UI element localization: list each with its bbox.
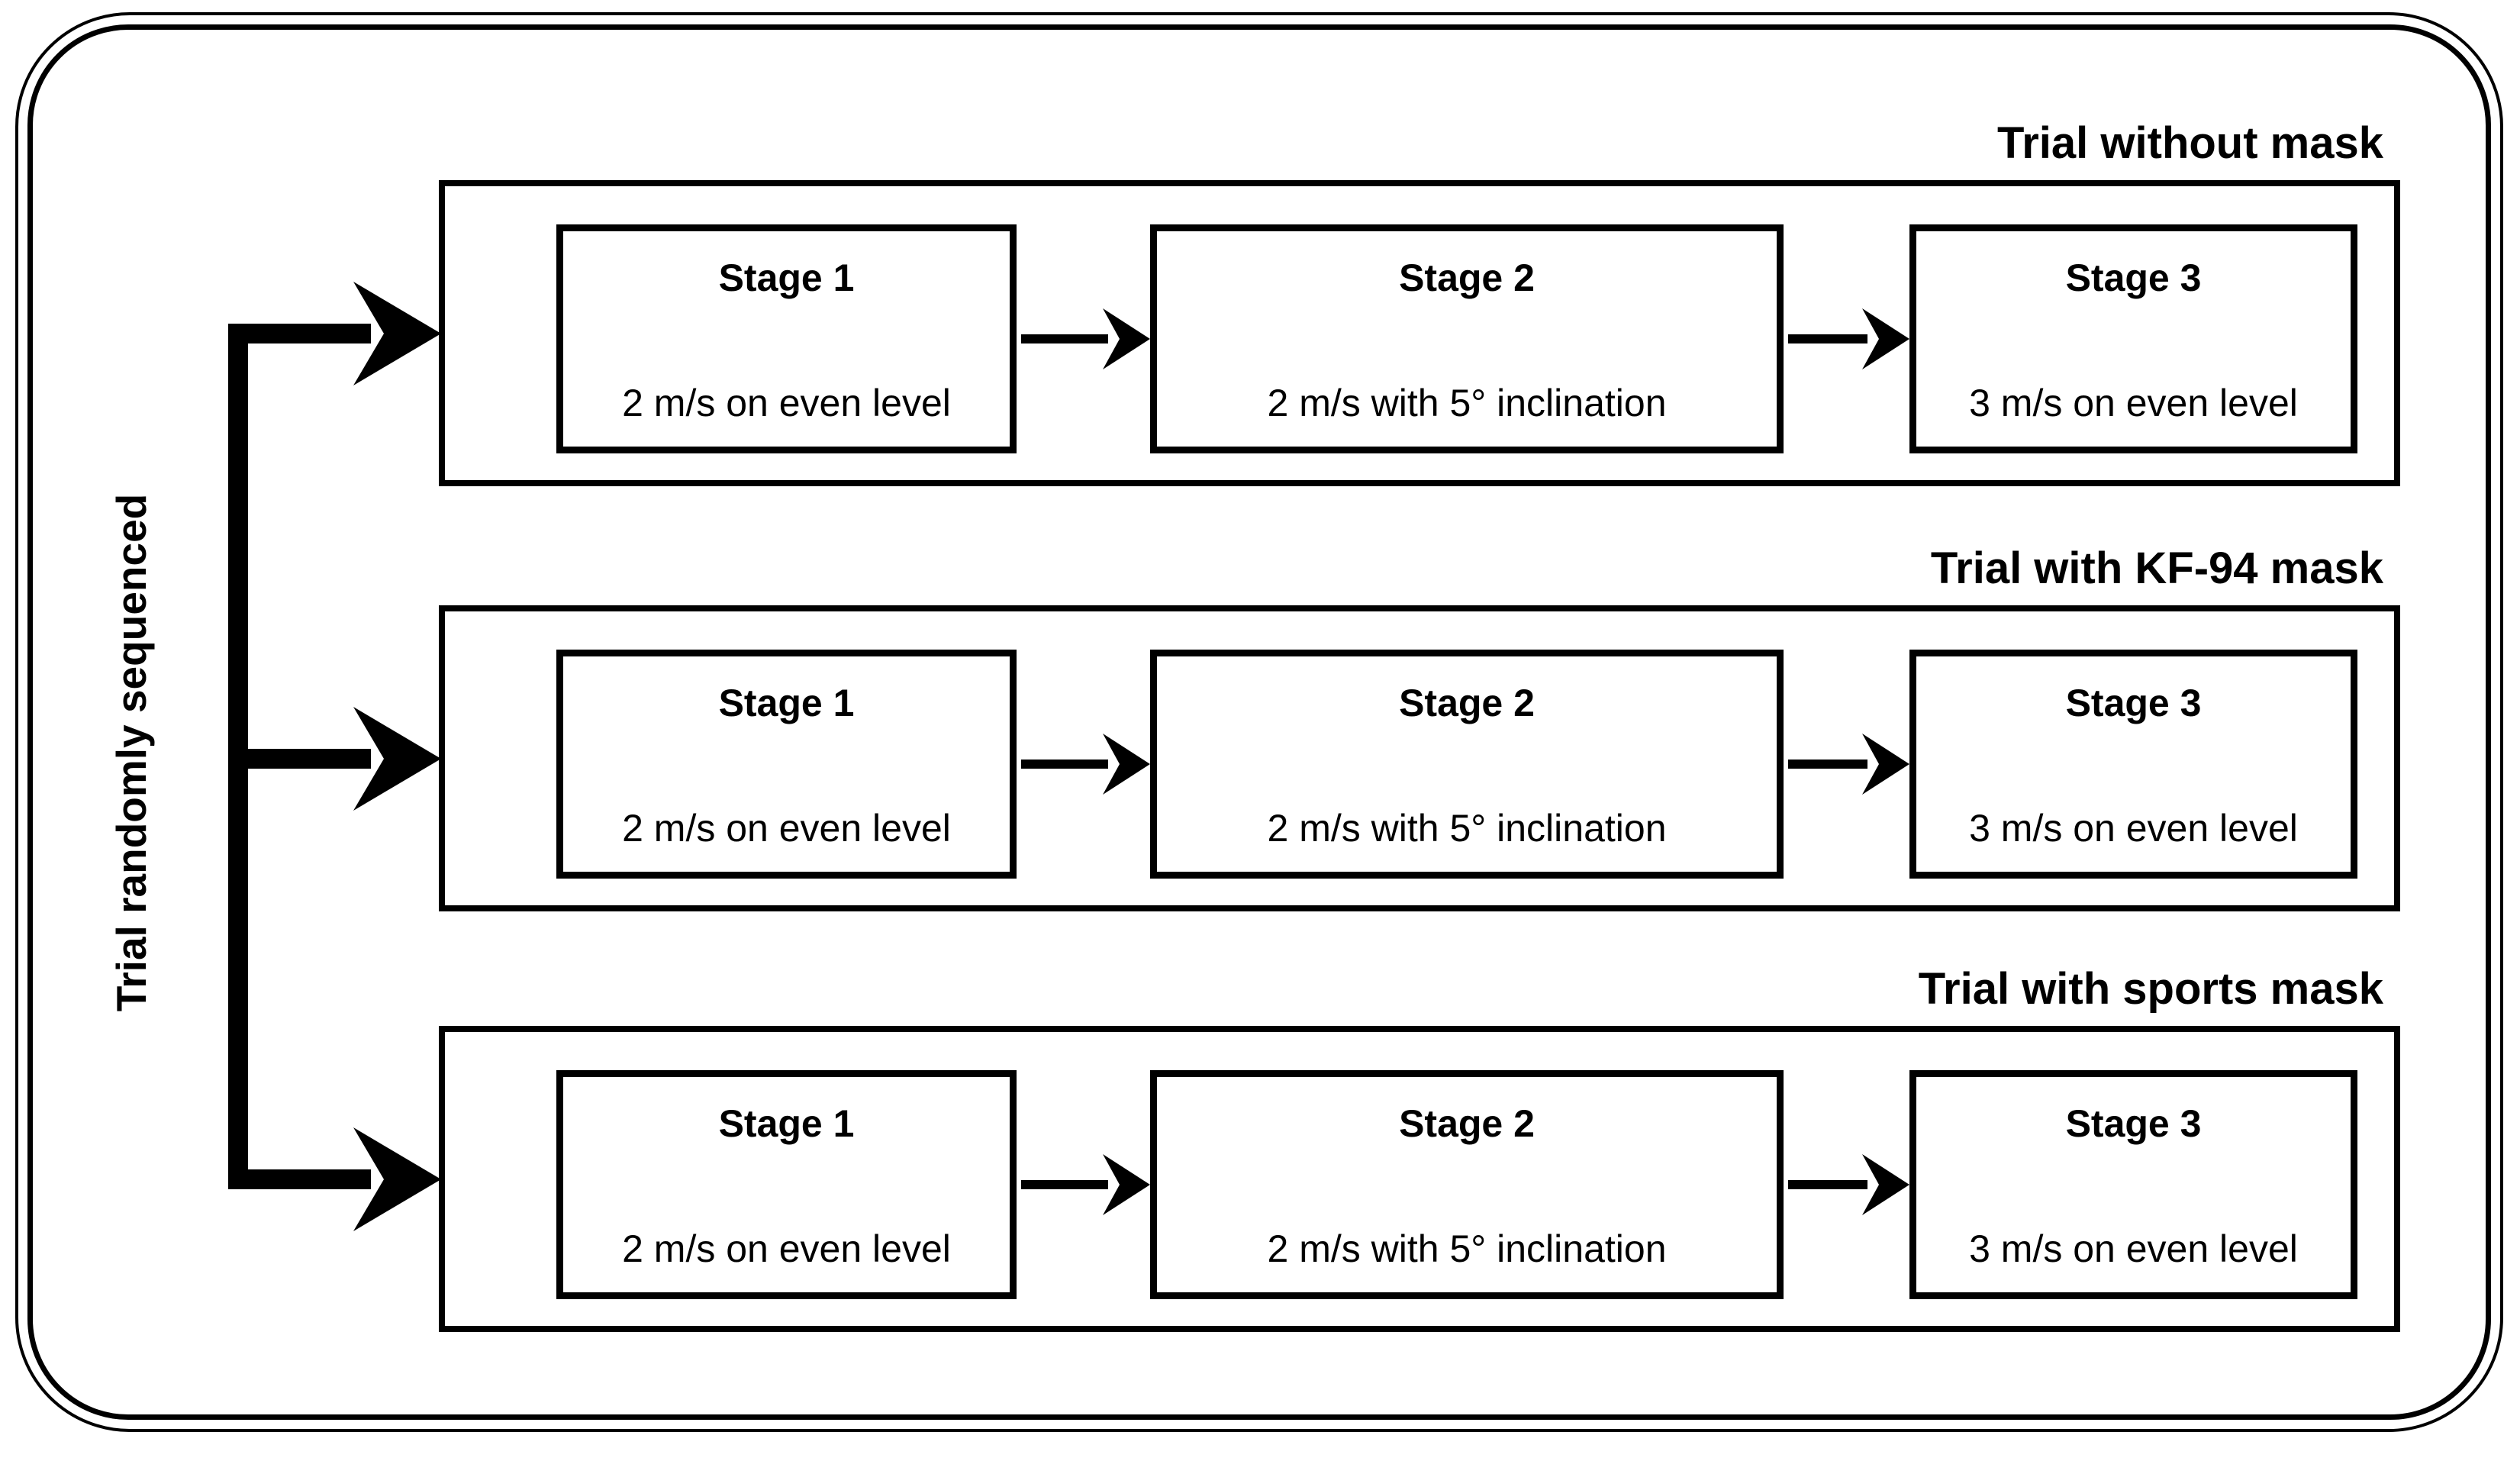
stage-description: 2 m/s with 5° inclination — [1267, 807, 1667, 850]
stage-name: Stage 2 — [1399, 1102, 1535, 1145]
stage-name: Stage 3 — [2065, 1102, 2202, 1145]
stage-box: Stage 1 2 m/s on even level — [556, 224, 1017, 453]
inner-frame-border — [27, 24, 2491, 1420]
stage-description: 2 m/s with 5° inclination — [1267, 382, 1667, 424]
stage-box: Stage 2 2 m/s with 5° inclination — [1150, 1070, 1784, 1299]
stage-arrowhead — [1862, 734, 1909, 795]
stage-name: Stage 2 — [1399, 256, 1535, 299]
stage-description: 2 m/s with 5° inclination — [1267, 1227, 1667, 1270]
stage-description: 3 m/s on even level — [1969, 1227, 2298, 1270]
stage-arrowhead — [1103, 734, 1150, 795]
stage-box: Stage 2 2 m/s with 5° inclination — [1150, 650, 1784, 879]
branch-arrowhead-trial-3 — [353, 1127, 441, 1231]
stage-name: Stage 1 — [718, 256, 855, 299]
stage-description: 3 m/s on even level — [1969, 807, 2298, 850]
stage-name: Stage 2 — [1399, 682, 1535, 724]
stage-name: Stage 1 — [718, 682, 855, 724]
stage-box: Stage 3 3 m/s on even level — [1909, 224, 2357, 453]
trial-container-kf94-mask: Stage 1 2 m/s on even level Stage 2 2 m/… — [439, 605, 2400, 911]
trial-container-sports-mask: Stage 1 2 m/s on even level Stage 2 2 m/… — [439, 1026, 2400, 1332]
stage-name: Stage 3 — [2065, 256, 2202, 299]
stage-description: 3 m/s on even level — [1969, 382, 2298, 424]
stage-name: Stage 1 — [718, 1102, 855, 1145]
stage-box: Stage 2 2 m/s with 5° inclination — [1150, 224, 1784, 453]
stage-box: Stage 3 3 m/s on even level — [1909, 650, 2357, 879]
outer-frame-border — [15, 12, 2503, 1432]
branch-arrowhead-trial-1 — [353, 282, 441, 385]
stage-description: 2 m/s on even level — [622, 807, 951, 850]
stage-box: Stage 3 3 m/s on even level — [1909, 1070, 2357, 1299]
stage-arrowhead — [1103, 1154, 1150, 1215]
stage-arrowhead — [1862, 308, 1909, 369]
branch-arrowhead-trial-2 — [353, 707, 441, 811]
trial-title-sports-mask: Trial with sports mask — [1918, 964, 2383, 1014]
stage-arrowhead — [1103, 308, 1150, 369]
stage-box: Stage 1 2 m/s on even level — [556, 1070, 1017, 1299]
stage-box: Stage 1 2 m/s on even level — [556, 650, 1017, 879]
stage-description: 2 m/s on even level — [622, 382, 951, 424]
trial-container-without-mask: Stage 1 2 m/s on even level Stage 2 2 m/… — [439, 180, 2400, 486]
trial-title-without-mask: Trial without mask — [1997, 118, 2383, 168]
trial-title-kf94-mask: Trial with KF-94 mask — [1930, 543, 2383, 593]
stage-arrowhead — [1862, 1154, 1909, 1215]
stage-name: Stage 3 — [2065, 682, 2202, 724]
stage-description: 2 m/s on even level — [622, 1227, 951, 1270]
